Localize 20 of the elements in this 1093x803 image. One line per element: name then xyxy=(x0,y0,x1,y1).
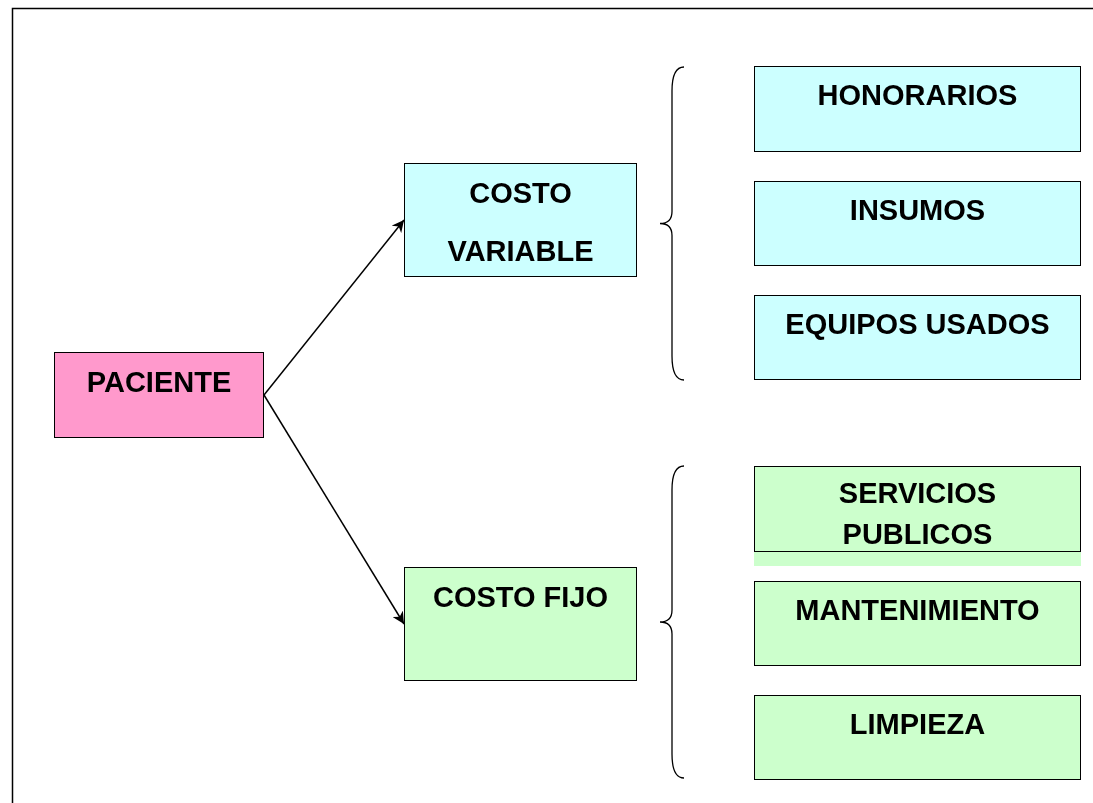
box xyxy=(754,695,1081,780)
node-label: COSTO FIJO xyxy=(432,580,609,615)
arrow xyxy=(263,219,405,396)
box xyxy=(404,163,637,277)
node-label: COSTO VARIABLE xyxy=(446,176,595,269)
node-label: PACIENTE xyxy=(86,365,232,400)
box xyxy=(754,581,1081,666)
box xyxy=(754,66,1081,152)
box xyxy=(754,295,1081,380)
node-label: MANTENIMIENTO xyxy=(795,593,1040,628)
node-label: SERVICIOS PUBLICOS xyxy=(837,476,998,552)
node-label: HONORARIOS xyxy=(817,78,1018,113)
node-label: LIMPIEZA xyxy=(849,707,986,742)
box xyxy=(54,352,264,438)
box xyxy=(754,466,1081,552)
node-label: INSUMOS xyxy=(849,193,986,228)
box xyxy=(404,567,637,681)
box xyxy=(754,181,1081,266)
arrow xyxy=(263,394,405,625)
node-label: EQUIPOS USADOS xyxy=(785,307,1050,342)
